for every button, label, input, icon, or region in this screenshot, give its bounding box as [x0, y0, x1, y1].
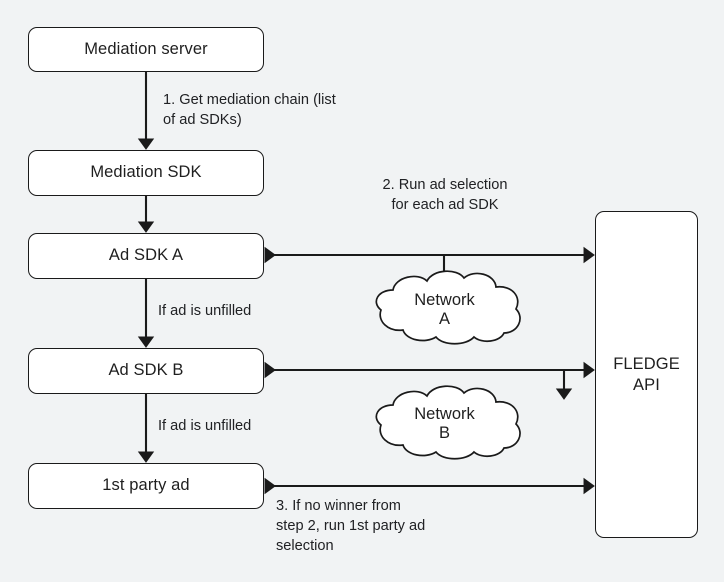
node-first-party-ad-label: 1st party ad [102, 476, 190, 495]
node-first-party-ad: 1st party ad [28, 463, 264, 509]
node-fledge-api: FLEDGE API [595, 211, 698, 538]
node-ad-sdk-b: Ad SDK B [28, 348, 264, 394]
node-fledge-api-label: FLEDGE API [613, 355, 680, 394]
node-ad-sdk-b-label: Ad SDK B [108, 361, 184, 380]
cloud-shape-network-b [375, 385, 521, 460]
node-mediation-sdk-label: Mediation SDK [90, 163, 202, 182]
node-ad-sdk-a: Ad SDK A [28, 233, 264, 279]
edge-label-step-2: 2. Run ad selection for each ad SDK [382, 177, 508, 214]
node-ad-sdk-a-label: Ad SDK A [108, 246, 184, 265]
edge-label-if-ad-is-unfilled-a: If ad is unfilled [158, 303, 252, 319]
cloud-shape-network-a [375, 270, 521, 345]
node-mediation-server-label: Mediation server [84, 39, 208, 58]
node-mediation-sdk: Mediation SDK [28, 150, 264, 196]
edge-label-step-3: 3. If no winner from step 2, run 1st par… [276, 498, 426, 555]
edge-label-step-1: 1. Get mediation chain (list of ad SDKs) [163, 92, 336, 129]
node-mediation-server: Mediation server [28, 27, 264, 72]
edge-label-if-ad-is-unfilled-b: If ad is unfilled [158, 418, 252, 434]
